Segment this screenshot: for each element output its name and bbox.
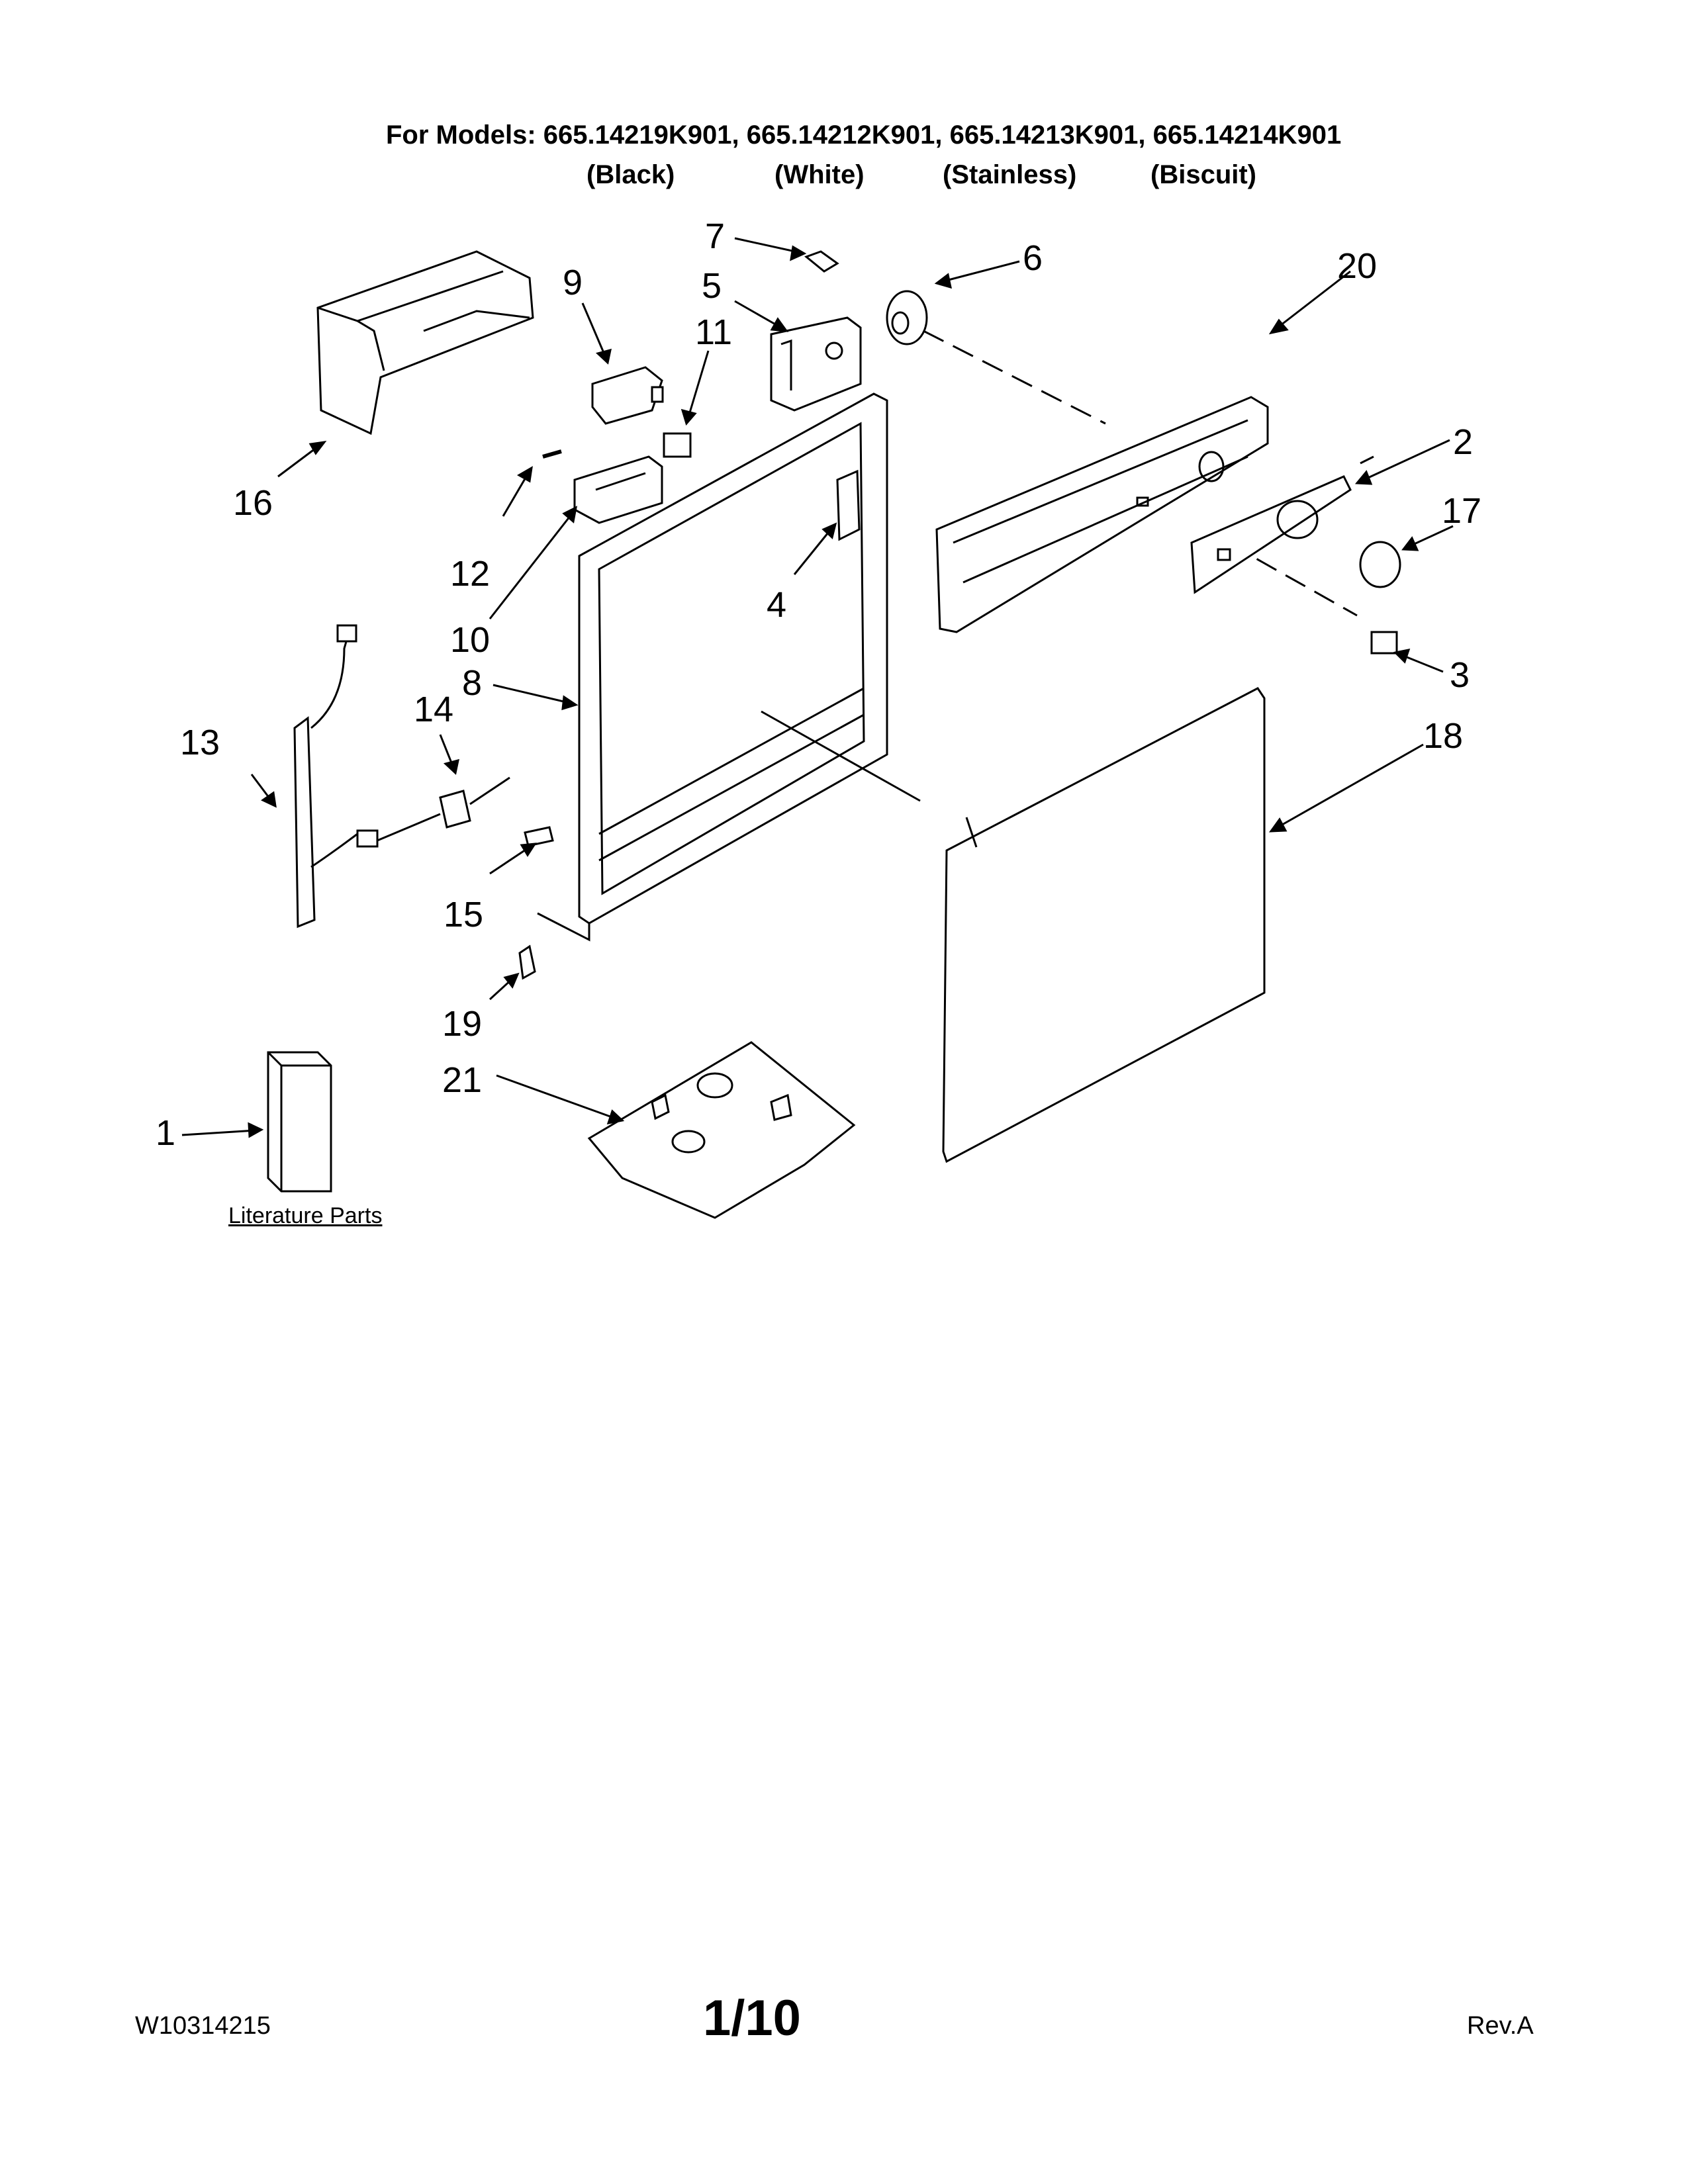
callout-3: 3 [1450, 655, 1470, 695]
revision-label: Rev.A [1467, 2012, 1534, 2040]
callout-14: 14 [414, 690, 453, 729]
part-1-literature [267, 1051, 332, 1193]
page-number: 1/10 [703, 1990, 801, 2046]
callout-18: 18 [1423, 716, 1463, 756]
callout-16: 16 [233, 483, 273, 523]
callout-12: 12 [450, 554, 490, 594]
callout-11: 11 [695, 312, 732, 352]
color-black: (Black) [586, 160, 675, 189]
models-header: For Models: 665.14219K901, 665.14212K901… [386, 120, 1342, 150]
part-12-pin [542, 449, 562, 459]
callout-20: 20 [1337, 246, 1377, 286]
part-20-control-panel [935, 396, 1269, 633]
callout-15: 15 [444, 895, 483, 934]
color-stainless: (Stainless) [943, 160, 1077, 189]
part-7-screw [804, 250, 839, 273]
callout-2: 2 [1453, 422, 1473, 462]
literature-parts-label: Literature Parts [228, 1203, 383, 1228]
part-14-sensor [377, 776, 510, 842]
callout-4: 4 [767, 585, 786, 625]
part-16-cover [316, 250, 534, 435]
part-10-bracket [573, 455, 663, 524]
part-5-switch [770, 316, 862, 412]
part-19-clip [518, 944, 536, 980]
callout-labels: 1 2 3 4 5 6 7 8 9 10 11 12 13 14 15 16 1… [156, 216, 1481, 1153]
callout-5: 5 [702, 266, 722, 306]
part-4-strip [836, 469, 861, 541]
callout-8: 8 [462, 663, 482, 703]
callout-7: 7 [705, 216, 725, 256]
callout-1: 1 [156, 1113, 175, 1153]
leader-arrows [181, 237, 1454, 1138]
part-15-screw [524, 826, 554, 847]
callout-10: 10 [450, 620, 490, 660]
part-18-door-panel [942, 687, 1266, 1163]
callout-17: 17 [1442, 491, 1481, 531]
part-9-latch [591, 366, 664, 425]
part-11-clip [663, 432, 692, 458]
part-2-panel-insert [1190, 475, 1352, 594]
document-number: W10314215 [135, 2012, 271, 2040]
part-6-dial [886, 290, 928, 345]
color-white: (White) [774, 160, 865, 189]
callout-21: 21 [442, 1060, 482, 1100]
part-13-harness [293, 624, 379, 929]
part-17-knob [1359, 541, 1401, 588]
callout-19: 19 [442, 1004, 482, 1044]
part-21-hardware-bag [587, 1041, 856, 1219]
callout-13: 13 [180, 723, 220, 762]
callout-9: 9 [563, 263, 583, 302]
part-8-door-frame [537, 392, 888, 942]
part-3-button [1370, 631, 1398, 655]
callout-6: 6 [1023, 238, 1043, 278]
color-biscuit: (Biscuit) [1150, 160, 1256, 189]
